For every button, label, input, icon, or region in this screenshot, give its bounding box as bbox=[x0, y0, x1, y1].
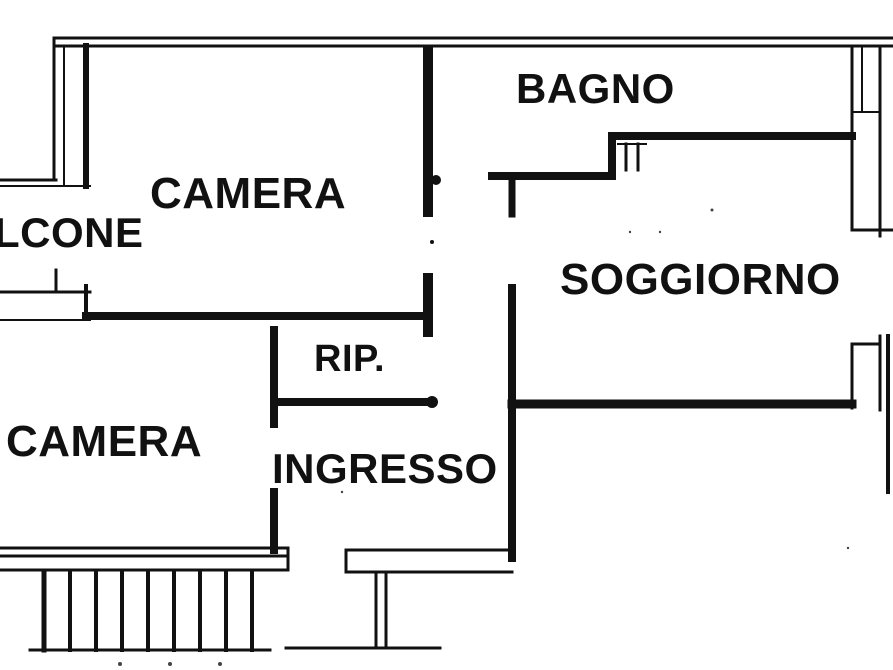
wall-camera-corridor bbox=[423, 47, 441, 337]
room-label-camera-upper: CAMERA bbox=[150, 169, 347, 218]
room-label-camera-lower: CAMERA bbox=[6, 417, 203, 466]
room-label-ripostiglio: RIP. bbox=[314, 338, 386, 380]
room-label-bagno: BAGNO bbox=[516, 65, 675, 112]
scan-specks bbox=[118, 208, 850, 666]
bottom-wall-left bbox=[0, 546, 290, 572]
wall-ripostiglio bbox=[270, 326, 438, 428]
room-label-soggiorno: SOGGIORNO bbox=[560, 255, 841, 304]
room-label-ingresso: INGRESSO bbox=[272, 445, 498, 492]
balcony-parapet-upper bbox=[0, 43, 91, 189]
balcony-railing bbox=[28, 569, 272, 653]
wall-bagno bbox=[488, 132, 856, 180]
balcony-parapet-lower bbox=[0, 268, 92, 321]
top-exterior-wall bbox=[52, 36, 893, 48]
room-label-balcone: LCONE bbox=[0, 209, 144, 256]
bottom-wall-right bbox=[284, 548, 514, 650]
right-exterior-wall bbox=[850, 44, 893, 494]
